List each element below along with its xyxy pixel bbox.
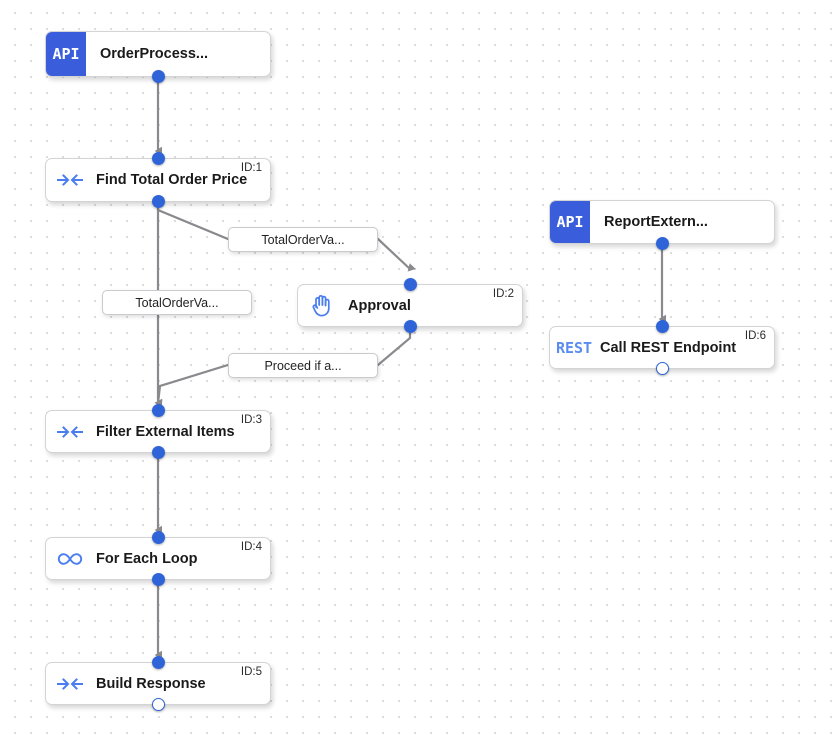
output-port[interactable]: [403, 320, 417, 333]
api-badge-icon: API: [550, 201, 590, 243]
node-title: For Each Loop: [96, 550, 198, 567]
node-title: ReportExtern...: [604, 214, 708, 230]
rest-badge-icon: REST: [555, 338, 593, 357]
node-title: Call REST Endpoint: [600, 339, 737, 356]
node-id-label: ID:5: [240, 666, 262, 678]
node-id-label: ID:2: [492, 288, 514, 300]
output-port[interactable]: [151, 573, 165, 586]
input-port[interactable]: [403, 278, 417, 291]
output-port[interactable]: [151, 446, 165, 459]
node-id-label: ID:6: [744, 330, 766, 342]
converge-arrows-icon: [46, 424, 94, 440]
input-port[interactable]: [151, 656, 165, 669]
node-id-label: ID:4: [240, 541, 262, 553]
hand-icon: [298, 294, 346, 318]
node-report-extern[interactable]: API ReportExtern...: [549, 200, 775, 250]
input-port[interactable]: [655, 320, 669, 333]
node-id-label: ID:3: [240, 414, 262, 426]
node-id-label: ID:1: [240, 162, 262, 174]
node-order-process[interactable]: API OrderProcess...: [45, 31, 271, 83]
edge-label-text: Proceed if a...: [264, 358, 342, 373]
node-for-each-loop[interactable]: For Each Loop ID:4: [45, 531, 271, 586]
node-build-response[interactable]: Build Response ID:5: [45, 656, 271, 711]
output-port[interactable]: [151, 698, 165, 711]
node-title: Find Total Order Price: [96, 172, 248, 188]
node-title: OrderProcess...: [100, 46, 208, 62]
output-port[interactable]: [151, 195, 165, 208]
output-port[interactable]: [655, 362, 669, 375]
input-port[interactable]: [151, 404, 165, 417]
node-title: Filter External Items: [96, 423, 235, 440]
node-title: Build Response: [96, 675, 206, 692]
converge-arrows-icon: [46, 676, 94, 692]
api-badge-icon: API: [46, 32, 86, 76]
node-find-total-order-price[interactable]: Find Total Order Price ID:1: [45, 152, 271, 208]
edge-label-total-order-value-lower[interactable]: TotalOrderVa...: [102, 290, 252, 315]
node-filter-external-items[interactable]: Filter External Items ID:3: [45, 404, 271, 459]
input-port[interactable]: [151, 531, 165, 544]
node-title: Approval: [348, 297, 411, 314]
node-approval[interactable]: Approval ID:2: [297, 278, 523, 333]
edge-label-text: TotalOrderVa...: [261, 232, 345, 247]
edge-label-text: TotalOrderVa...: [135, 295, 219, 310]
edge-label-total-order-value-upper[interactable]: TotalOrderVa...: [228, 227, 378, 252]
output-port[interactable]: [151, 70, 165, 83]
converge-arrows-icon: [46, 172, 94, 188]
infinity-icon: [46, 551, 94, 567]
input-port[interactable]: [151, 152, 165, 165]
output-port[interactable]: [655, 237, 669, 250]
node-call-rest-endpoint[interactable]: REST Call REST Endpoint ID:6: [549, 320, 775, 375]
edge-label-proceed-if[interactable]: Proceed if a...: [228, 353, 378, 378]
